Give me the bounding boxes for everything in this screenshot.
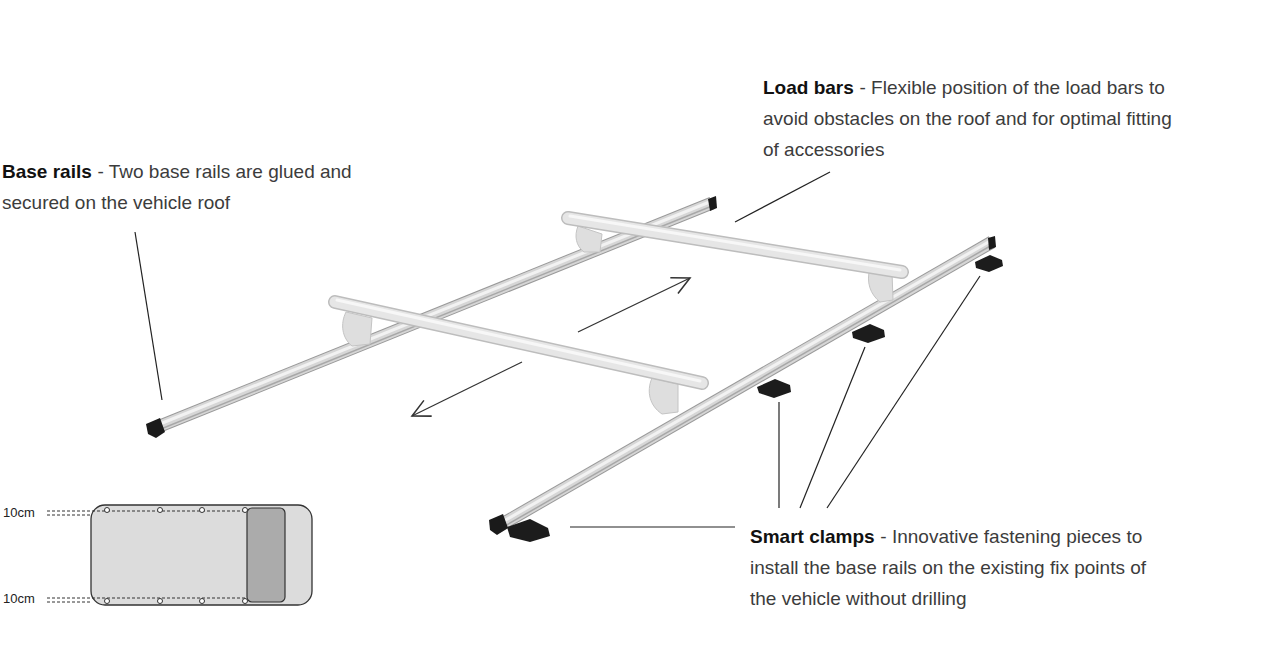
vehicle-top-view — [47, 505, 312, 605]
dimension-label: 10cm — [3, 591, 45, 607]
load-bar — [335, 300, 702, 414]
dimension-text: 10cm — [3, 591, 35, 606]
part-name: Load bars — [763, 77, 854, 98]
base-rail — [489, 236, 996, 535]
dimension-text: 10cm — [3, 505, 35, 520]
movement-arrow — [412, 278, 690, 416]
part-name: Base rails — [2, 161, 92, 182]
load-bar — [568, 216, 902, 302]
smart-clamp — [507, 255, 1003, 542]
part-name: Smart clamps — [750, 526, 875, 547]
base-rails-callout: Base rails- Two base rails are glued and… — [2, 156, 422, 218]
leader-line — [135, 172, 980, 527]
load-bars-callout: Load bars- Flexible position of the load… — [763, 72, 1183, 165]
smart-clamps-callout: Smart clamps- Innovative fastening piece… — [750, 521, 1170, 614]
dimension-label: 10cm — [3, 505, 45, 521]
